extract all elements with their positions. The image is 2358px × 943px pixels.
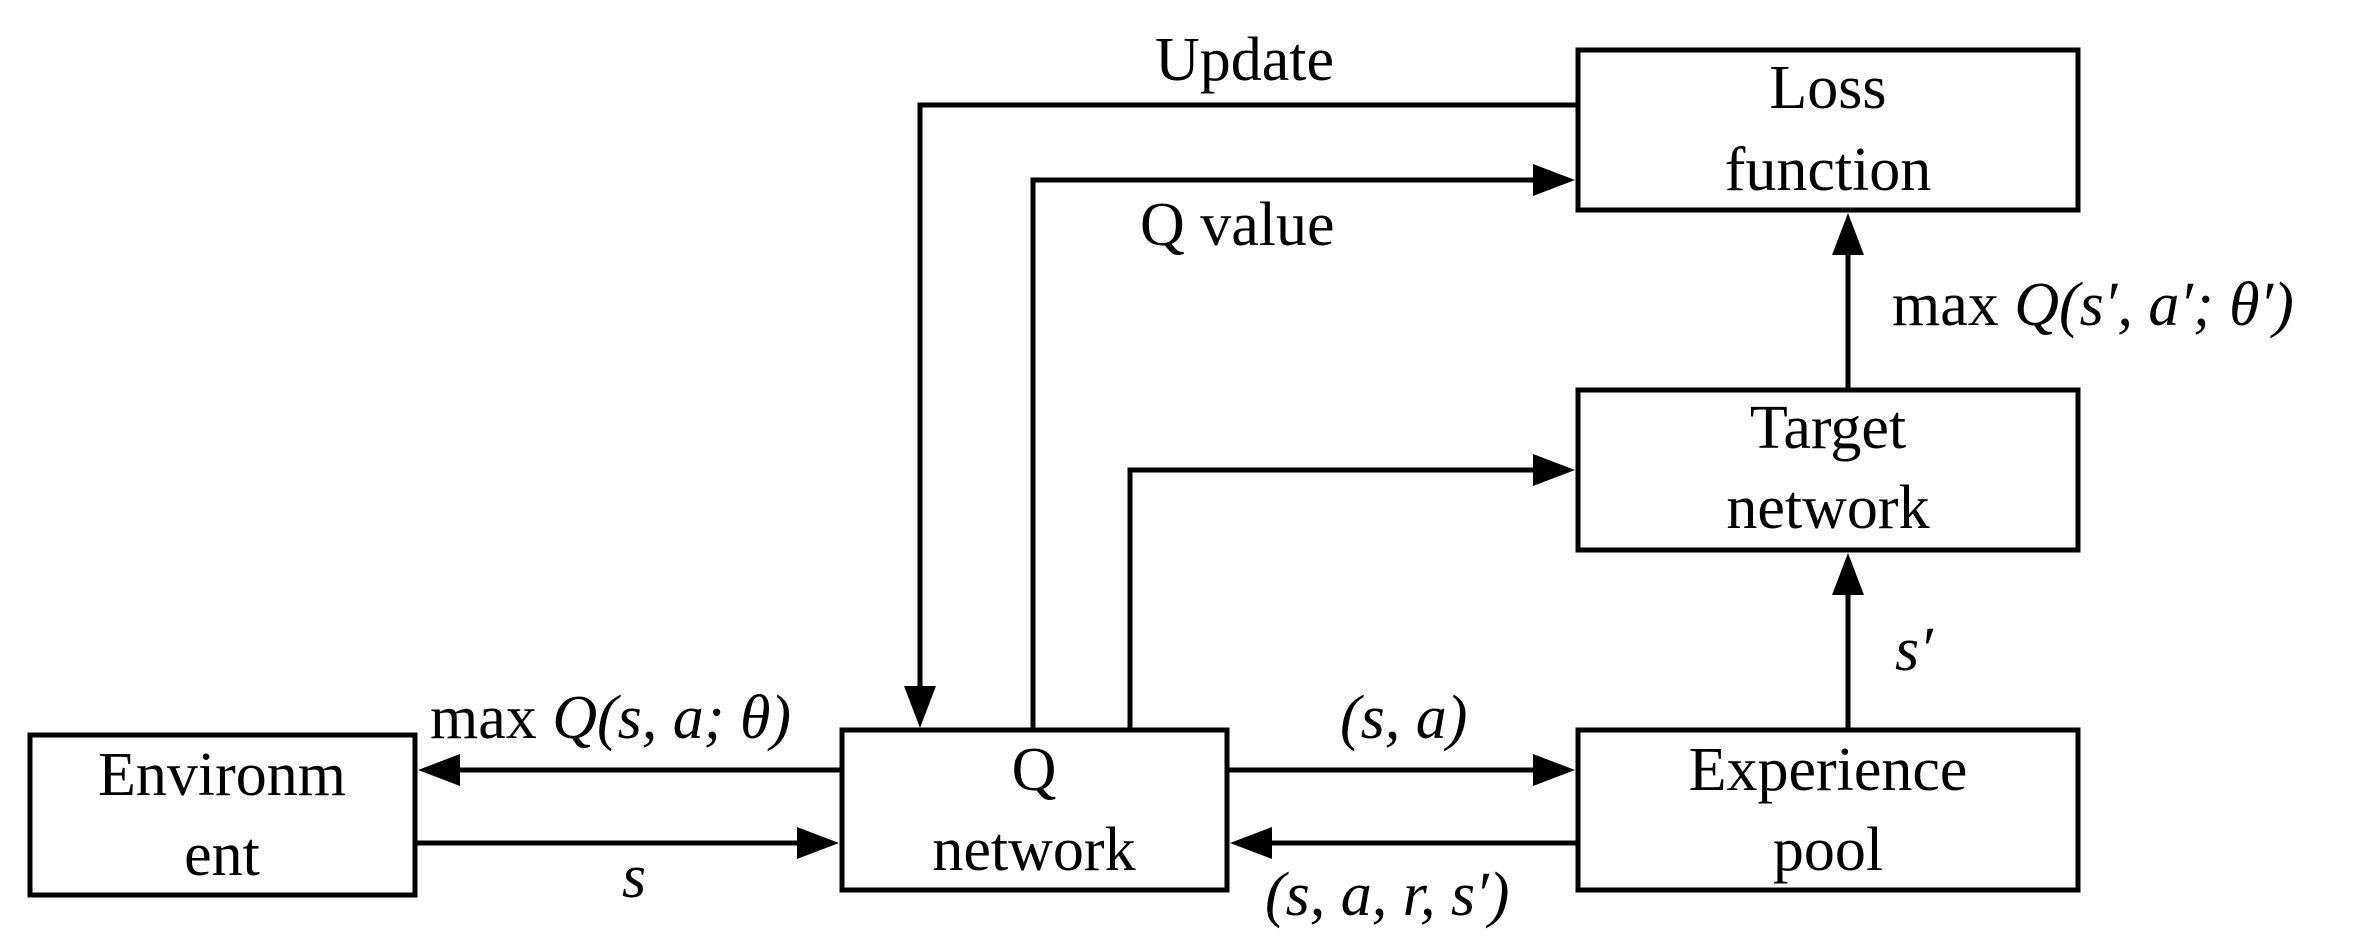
s-a-r-s-label: (s, a, r, s′)	[1265, 861, 1509, 929]
loss-function-label-line1: Loss	[1769, 54, 1886, 122]
q-network-label-line2: network	[932, 816, 1135, 884]
s-prime-label: s′	[1895, 616, 1934, 684]
arrowhead-experience-to-q	[1230, 827, 1272, 859]
experience-pool-box	[1575, 727, 2081, 893]
arrowhead-q-to-target	[1533, 454, 1575, 486]
arrow-q-to-target	[1127, 467, 1537, 730]
environment-label-line1: Environm	[98, 741, 346, 809]
target-network-label-line1: Target	[1750, 394, 1906, 462]
update-label: Update	[1155, 26, 1334, 94]
target-network-box	[1575, 387, 2081, 553]
arrowhead-experience-to-target	[1832, 553, 1864, 595]
environment-box	[27, 732, 418, 898]
loss-function-label-line2: function	[1725, 136, 1932, 204]
arrow-loss-to-q	[917, 102, 1578, 690]
q-value-label: Q value	[1140, 191, 1335, 259]
max-q-env-label: max Q(s, a; θ)	[430, 684, 791, 752]
target-network-label-line2: network	[1726, 474, 1929, 542]
q-network-box	[839, 727, 1230, 893]
arrowhead-environment-to-q	[797, 827, 839, 859]
arrowhead-loss-to-q	[904, 686, 936, 728]
s-a-label: (s, a)	[1340, 684, 1467, 752]
arrowhead-q-to-environment	[418, 754, 460, 786]
arrowhead-q-to-loss	[1533, 164, 1575, 196]
loss-function-box	[1575, 47, 2081, 213]
arrowhead-target-to-loss	[1832, 213, 1864, 255]
max-q-target-label: max Q(s′, a′; θ′)	[1892, 271, 2294, 339]
arrow-q-to-loss	[1030, 177, 1537, 730]
experience-pool-label-line2: pool	[1773, 816, 1883, 884]
experience-pool-label-line1: Experience	[1689, 736, 1968, 804]
s-label: s	[622, 843, 646, 911]
arrowhead-q-to-experience	[1533, 754, 1575, 786]
environment-label-line2: ent	[184, 821, 260, 889]
q-network-label-line1: Q	[1012, 736, 1057, 804]
